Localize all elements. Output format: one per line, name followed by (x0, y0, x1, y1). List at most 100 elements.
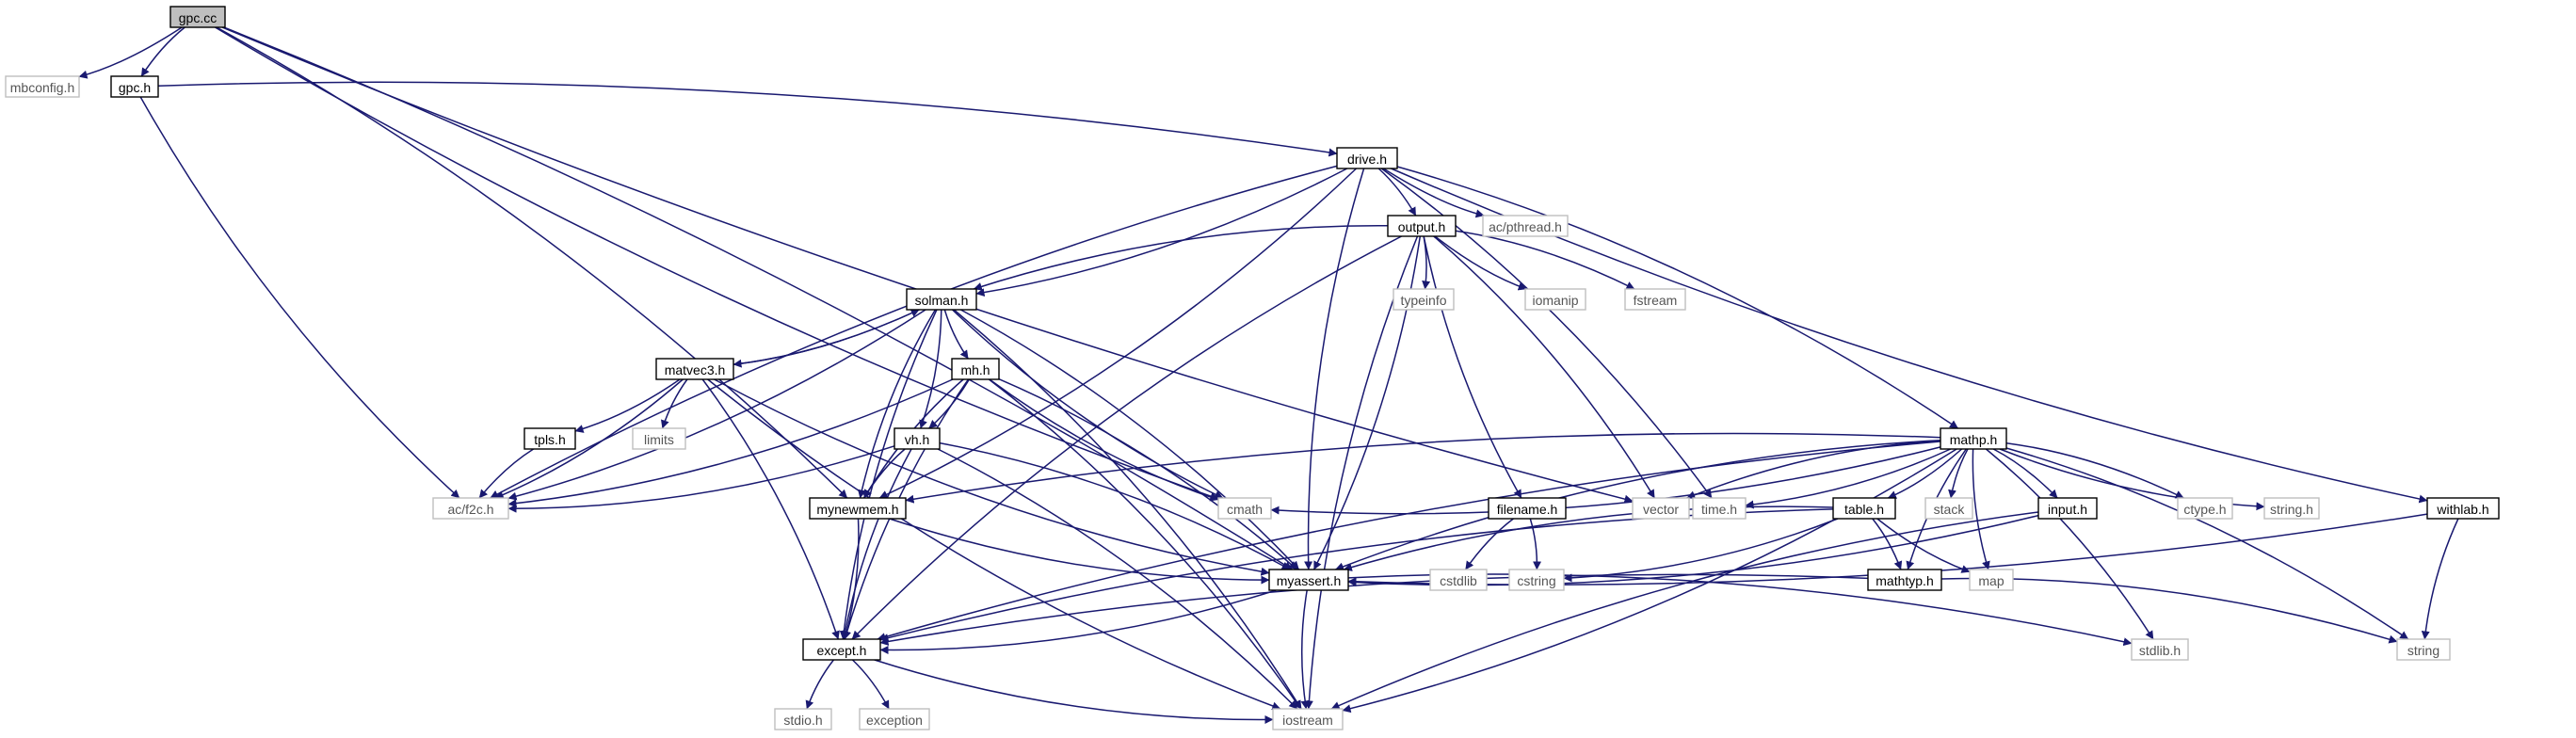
node-box (1924, 497, 1973, 520)
node-typeinfo: typeinfo (1393, 288, 1455, 311)
edge-mathp_h-to-vector (1686, 440, 1941, 500)
node-mathtyp-h[interactable]: mathtyp.h (1867, 569, 1942, 591)
edge-table_h-to-map (1876, 518, 1971, 573)
edge-matvec3_h-to-ac_f2c_h (494, 378, 684, 499)
edge-except_h-to-exception (851, 659, 890, 710)
node-label: cstring (1517, 573, 1555, 588)
node-mynewmem-h[interactable]: mynewmem.h (809, 497, 907, 520)
edge-mathp_h-to-input_h (1992, 448, 2058, 499)
edge-mathp_h-to-table_h (1887, 448, 1963, 499)
node-tpls-h[interactable]: tpls.h (523, 427, 576, 450)
node-withlab-h[interactable]: withlab.h (2426, 497, 2500, 520)
edge-matvec3_h-to-solman_h (733, 309, 920, 365)
edge-mathp_h-to-map (1972, 448, 1990, 570)
node-box (1867, 569, 1942, 591)
edge-table_h-to-mathtyp_h (1872, 518, 1903, 570)
edge-mathp_h-to-mynewmem_h (905, 432, 1941, 504)
node-label: mathp.h (1950, 432, 1998, 447)
node-ac-pthread-h: ac/pthread.h (1482, 215, 1569, 237)
edge-mathp_h-to-string (2005, 447, 2409, 640)
edge-matvec3_h-to-except_h (701, 378, 840, 640)
node-input-h[interactable]: input.h (2037, 497, 2098, 520)
node-stdlib-h: stdlib.h (2131, 638, 2189, 661)
edge-mynewmem_h-to-myassert_h (889, 518, 1270, 585)
node-myassert-h[interactable]: myassert.h (1268, 569, 1349, 591)
edge-solman_h-to-mynewmem_h (857, 309, 937, 499)
node-label: fstream (1634, 293, 1678, 308)
edge-mh_h-to-myassert_h (998, 378, 1297, 570)
node-output-h[interactable]: output.h (1387, 215, 1457, 237)
edge-output_h-to-myassert_h (1312, 235, 1422, 570)
edge-gpc_h-to-drive_h (157, 81, 1338, 157)
node-box (5, 75, 80, 98)
node-box (1336, 147, 1398, 169)
node-label: typeinfo (1400, 293, 1446, 308)
node-string: string (2396, 638, 2451, 661)
node-cmath: cmath (1217, 497, 1272, 520)
edge-vh_h-to-ac_f2c_h (507, 445, 895, 513)
node-box (169, 6, 226, 28)
node-label: ctype.h (2183, 502, 2226, 517)
edge-table_h-to-cstring (1563, 518, 1839, 583)
node-box (1969, 569, 2014, 591)
node-vh-h[interactable]: vh.h (894, 427, 941, 450)
node-box (2426, 497, 2500, 520)
edge-solman_h-to-mh_h (943, 309, 969, 360)
node-gpc-h[interactable]: gpc.h (110, 75, 159, 98)
node-filename-h[interactable]: filename.h (1488, 497, 1567, 520)
node-box (774, 708, 832, 730)
edge-output_h-to-solman_h (973, 225, 1389, 291)
edge-matvec3_h-to-tpls_h (574, 378, 681, 433)
node-mathp-h[interactable]: mathp.h (1940, 427, 2007, 450)
edge-solman_h-to-ac_f2c_h (507, 309, 926, 501)
node-box (2263, 497, 2320, 520)
edge-filename_h-to-cstdlib (1464, 518, 1514, 570)
node-cstring: cstring (1508, 569, 1565, 591)
node-fstream: fstream (1624, 288, 1686, 311)
edge-mathp_h-to-cmath (1270, 446, 1941, 515)
node-box (2177, 497, 2233, 520)
edge-mh_h-to-ac_f2c_h (507, 378, 954, 508)
node-matvec3-h[interactable]: matvec3.h (655, 358, 734, 380)
edge-mathp_h-to-except_h (877, 441, 1941, 641)
node-label: string.h (2270, 502, 2313, 517)
edge-tpls_h-to-ac_f2c_h (478, 448, 535, 499)
node-ac-f2c-h: ac/f2c.h (432, 497, 509, 520)
node-drive-h[interactable]: drive.h (1336, 147, 1398, 169)
edge-drive_h-to-mathp_h (1396, 166, 1959, 429)
edge-drive_h-to-myassert_h (1304, 168, 1365, 570)
node-label: string (2407, 643, 2439, 658)
edge-matvec3_h-to-iostream (707, 378, 1281, 711)
node-ctype-h: ctype.h (2177, 497, 2233, 520)
node-box (1393, 288, 1455, 311)
node-mh-h[interactable]: mh.h (951, 358, 1000, 380)
node-except-h[interactable]: except.h (802, 638, 881, 661)
node-stack: stack (1924, 497, 1973, 520)
node-table-h[interactable]: table.h (1832, 497, 1896, 520)
edge-table_h-to-myassert_h (1343, 505, 1834, 571)
node-map: map (1969, 569, 2014, 591)
node-box (432, 497, 509, 520)
node-box (1832, 497, 1896, 520)
node-string-h: string.h (2263, 497, 2320, 520)
edge-mh_h-to-cmath (989, 378, 1219, 502)
edge-output_h-to-fstream (1455, 230, 1635, 290)
edge-table_h-to-except_h (879, 508, 1834, 642)
edge-drive_h-to-ac_pthread_h (1382, 168, 1485, 218)
node-box (2131, 638, 2189, 661)
node-label: ac/pthread.h (1489, 219, 1562, 234)
edge-solman_h-to-iostream (953, 309, 1302, 710)
node-box (1632, 497, 1690, 520)
edge-vh_h-to-iostream (937, 448, 1298, 710)
node-label: matvec3.h (665, 362, 726, 377)
node-box (655, 358, 734, 380)
node-solman-h[interactable]: solman.h (906, 288, 977, 311)
node-label: iomanip (1532, 293, 1578, 308)
edge-mathp_h-to-time_h (1745, 448, 1952, 509)
edge-drive_h-to-solman_h (975, 168, 1348, 297)
node-gpc-cc[interactable]: gpc.cc (169, 6, 226, 28)
node-vector: vector (1632, 497, 1690, 520)
edge-matvec3_h-to-myassert_h (714, 378, 1270, 576)
node-box (951, 358, 1000, 380)
